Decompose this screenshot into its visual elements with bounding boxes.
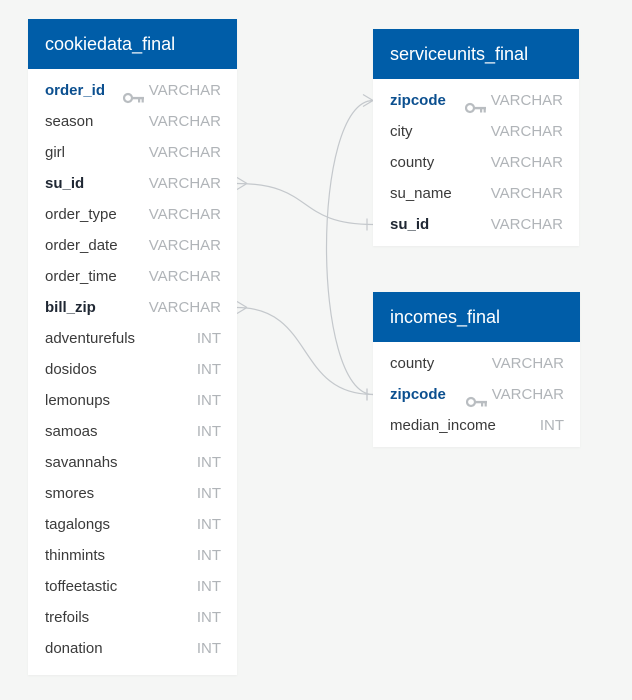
column-row-su-id[interactable]: su_id VARCHAR bbox=[28, 168, 237, 199]
table-title[interactable]: serviceunits_final bbox=[373, 29, 579, 79]
column-name: donation bbox=[45, 640, 103, 657]
column-name: county bbox=[390, 355, 435, 372]
column-type: VARCHAR bbox=[490, 92, 563, 109]
column-name: girl bbox=[45, 144, 66, 161]
column-row-smores[interactable]: smores INT bbox=[28, 478, 237, 509]
column-name: su_id bbox=[390, 216, 430, 233]
column-name: city bbox=[390, 123, 413, 140]
column-type: VARCHAR bbox=[490, 123, 563, 140]
column-type: INT bbox=[196, 516, 221, 533]
column-name: order_date bbox=[45, 237, 118, 254]
column-row-season[interactable]: season VARCHAR bbox=[28, 106, 237, 137]
crowsfoot-many-icon bbox=[236, 176, 248, 191]
column-name: samoas bbox=[45, 423, 98, 440]
column-row-tagalongs[interactable]: tagalongs INT bbox=[28, 509, 237, 540]
column-type: VARCHAR bbox=[148, 82, 221, 99]
column-type: VARCHAR bbox=[148, 268, 221, 285]
column-type: VARCHAR bbox=[148, 175, 221, 192]
column-row-county[interactable]: county VARCHAR bbox=[373, 147, 579, 178]
column-name: zipcode bbox=[390, 92, 446, 109]
column-name: county bbox=[390, 154, 435, 171]
column-name: order_time bbox=[45, 268, 117, 285]
column-row-median-income[interactable]: median_income INT bbox=[373, 410, 580, 441]
column-type: INT bbox=[196, 454, 221, 471]
column-type: VARCHAR bbox=[491, 355, 564, 372]
column-type: VARCHAR bbox=[491, 386, 564, 403]
column-row-bill-zip[interactable]: bill_zip VARCHAR bbox=[28, 292, 237, 323]
relationship-line bbox=[236, 182, 374, 226]
column-row-thinmints[interactable]: thinmints INT bbox=[28, 540, 237, 571]
column-name: su_id bbox=[45, 175, 85, 192]
column-name: adventurefuls bbox=[45, 330, 136, 347]
column-name: season bbox=[45, 113, 94, 130]
column-row-order-date[interactable]: order_date VARCHAR bbox=[28, 230, 237, 261]
column-type: INT bbox=[196, 423, 221, 440]
column-row-adventurefuls[interactable]: adventurefuls INT bbox=[28, 323, 237, 354]
table-title[interactable]: cookiedata_final bbox=[28, 19, 237, 69]
column-name: toffeetastic bbox=[45, 578, 118, 595]
column-type: INT bbox=[196, 485, 221, 502]
column-name: order_id bbox=[45, 82, 106, 99]
column-type: INT bbox=[196, 330, 221, 347]
column-name: thinmints bbox=[45, 547, 106, 564]
column-name: order_type bbox=[45, 206, 117, 223]
column-name: trefoils bbox=[45, 609, 90, 626]
column-row-donation[interactable]: donation INT bbox=[28, 633, 237, 664]
column-type: INT bbox=[196, 547, 221, 564]
relationship-line bbox=[236, 306, 374, 396]
column-row-girl[interactable]: girl VARCHAR bbox=[28, 137, 237, 168]
column-row-county[interactable]: county VARCHAR bbox=[373, 348, 580, 379]
column-name: su_name bbox=[390, 185, 452, 202]
column-type: VARCHAR bbox=[148, 144, 221, 161]
key-icon bbox=[465, 388, 488, 408]
column-row-city[interactable]: city VARCHAR bbox=[373, 116, 579, 147]
column-type: INT bbox=[196, 609, 221, 626]
column-row-trefoils[interactable]: trefoils INT bbox=[28, 602, 237, 633]
column-type: VARCHAR bbox=[490, 216, 563, 233]
column-type: VARCHAR bbox=[148, 299, 221, 316]
column-name: zipcode bbox=[390, 386, 446, 403]
column-row-order-time[interactable]: order_time VARCHAR bbox=[28, 261, 237, 292]
column-name: savannahs bbox=[45, 454, 118, 471]
column-type: VARCHAR bbox=[148, 113, 221, 130]
table-title[interactable]: incomes_final bbox=[373, 292, 580, 342]
column-name: tagalongs bbox=[45, 516, 111, 533]
column-type: INT bbox=[196, 361, 221, 378]
column-name: bill_zip bbox=[45, 299, 96, 316]
column-type: VARCHAR bbox=[490, 185, 563, 202]
column-row-su-name[interactable]: su_name VARCHAR bbox=[373, 178, 579, 209]
column-type: INT bbox=[539, 417, 564, 434]
crowsfoot-many-icon bbox=[236, 300, 248, 315]
key-icon bbox=[122, 84, 145, 104]
column-name: lemonups bbox=[45, 392, 111, 409]
column-row-zipcode[interactable]: zipcode VARCHAR bbox=[373, 85, 579, 116]
column-type: INT bbox=[196, 640, 221, 657]
column-row-order-id[interactable]: order_id VARCHAR bbox=[28, 75, 237, 106]
column-row-order-type[interactable]: order_type VARCHAR bbox=[28, 199, 237, 230]
column-type: INT bbox=[196, 392, 221, 409]
column-row-zipcode[interactable]: zipcode VARCHAR bbox=[373, 379, 580, 410]
column-name: dosidos bbox=[45, 361, 97, 378]
column-type: VARCHAR bbox=[148, 206, 221, 223]
key-icon bbox=[464, 94, 487, 114]
column-row-lemonups[interactable]: lemonups INT bbox=[28, 385, 237, 416]
column-row-su-id[interactable]: su_id VARCHAR bbox=[373, 209, 579, 240]
column-row-savannahs[interactable]: savannahs INT bbox=[28, 447, 237, 478]
column-type: INT bbox=[196, 578, 221, 595]
column-name: median_income bbox=[390, 417, 496, 434]
column-type: VARCHAR bbox=[148, 237, 221, 254]
column-type: VARCHAR bbox=[490, 154, 563, 171]
column-row-dosidos[interactable]: dosidos INT bbox=[28, 354, 237, 385]
column-name: smores bbox=[45, 485, 95, 502]
column-row-toffeetastic[interactable]: toffeetastic INT bbox=[28, 571, 237, 602]
column-row-samoas[interactable]: samoas INT bbox=[28, 416, 237, 447]
relationship-line bbox=[326, 99, 374, 396]
